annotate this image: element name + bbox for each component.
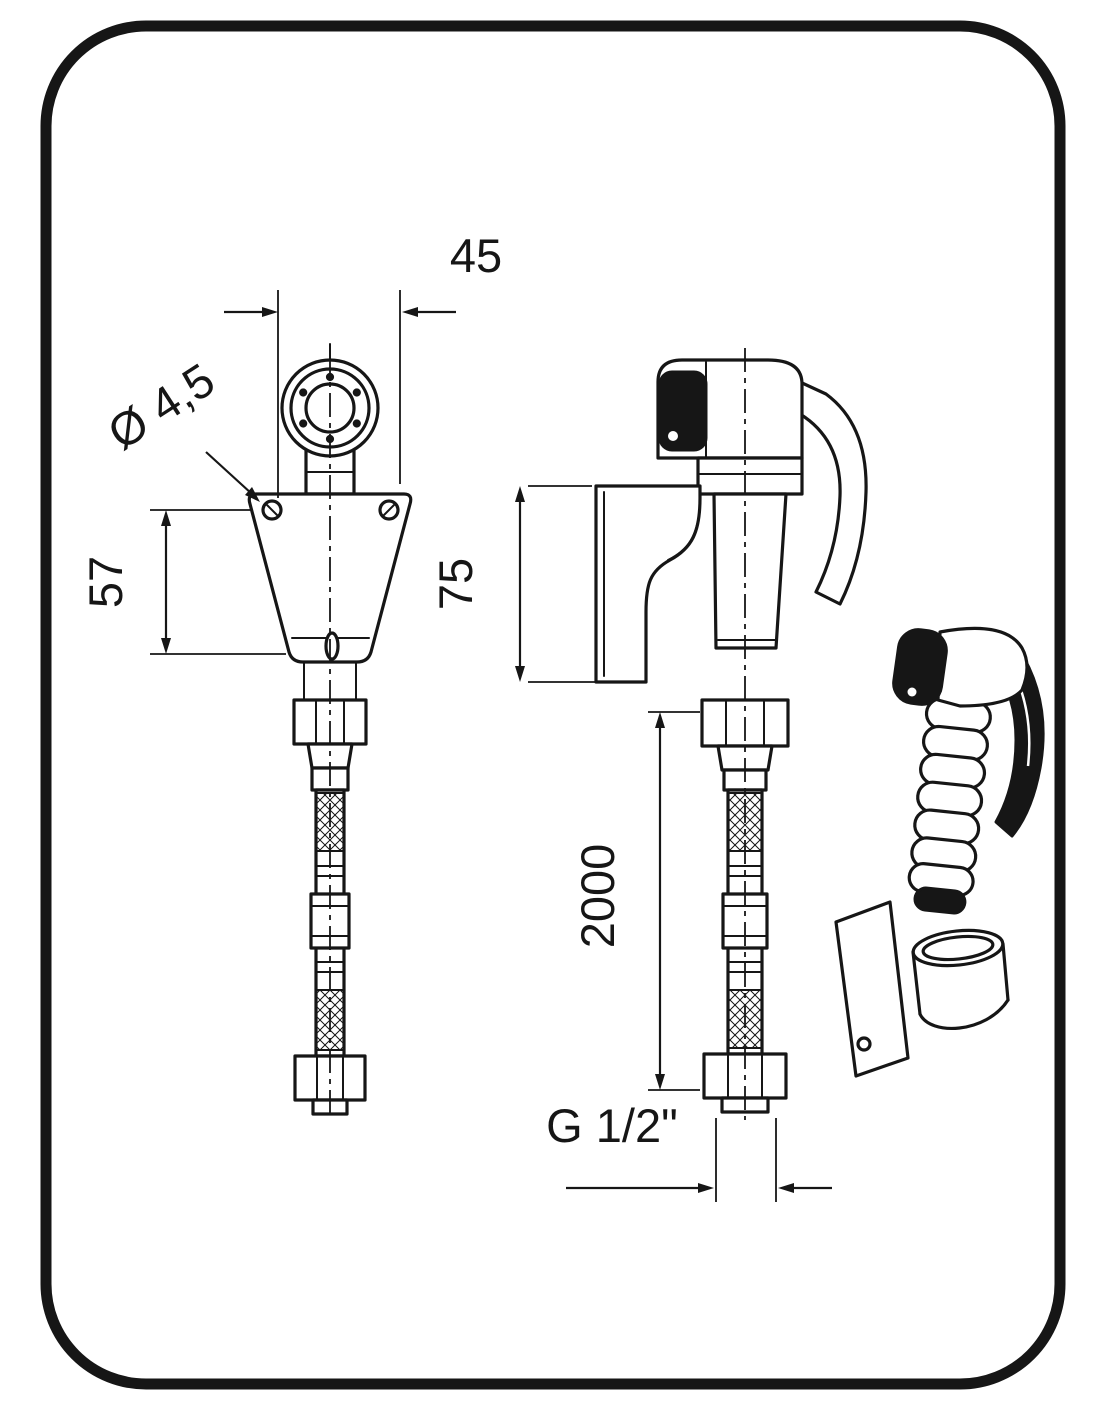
- perspective-trigger: [992, 646, 1045, 838]
- dim-label-75: 75: [429, 558, 482, 610]
- bracket-screw-right: [378, 499, 400, 521]
- perspective-view: [834, 626, 1045, 1078]
- dimension-45: 45: [224, 229, 502, 498]
- dim-label-thread: G 1/2": [546, 1099, 678, 1152]
- trigger-lever: [798, 380, 868, 606]
- dim-label-45: 45: [450, 229, 502, 282]
- dimension-57: 57: [79, 509, 286, 655]
- drawing-border: [40, 20, 1066, 1390]
- perspective-head: [936, 626, 1029, 708]
- dim-label-57: 57: [79, 556, 132, 608]
- perspective-bracket: [834, 900, 1010, 1078]
- side-view: [594, 348, 868, 1120]
- dimension-75: 75: [429, 485, 642, 683]
- nozzle-cap: [658, 370, 708, 452]
- front-view: [247, 343, 413, 1118]
- perspective-nozzle-cap: [892, 628, 948, 706]
- dim-label-2000: 2000: [571, 844, 624, 949]
- dimension-2000: 2000: [571, 711, 700, 1091]
- nozzle-holes: [299, 372, 361, 444]
- bracket-screw-left: [261, 499, 283, 521]
- dimension-thread: G 1/2": [546, 1099, 832, 1202]
